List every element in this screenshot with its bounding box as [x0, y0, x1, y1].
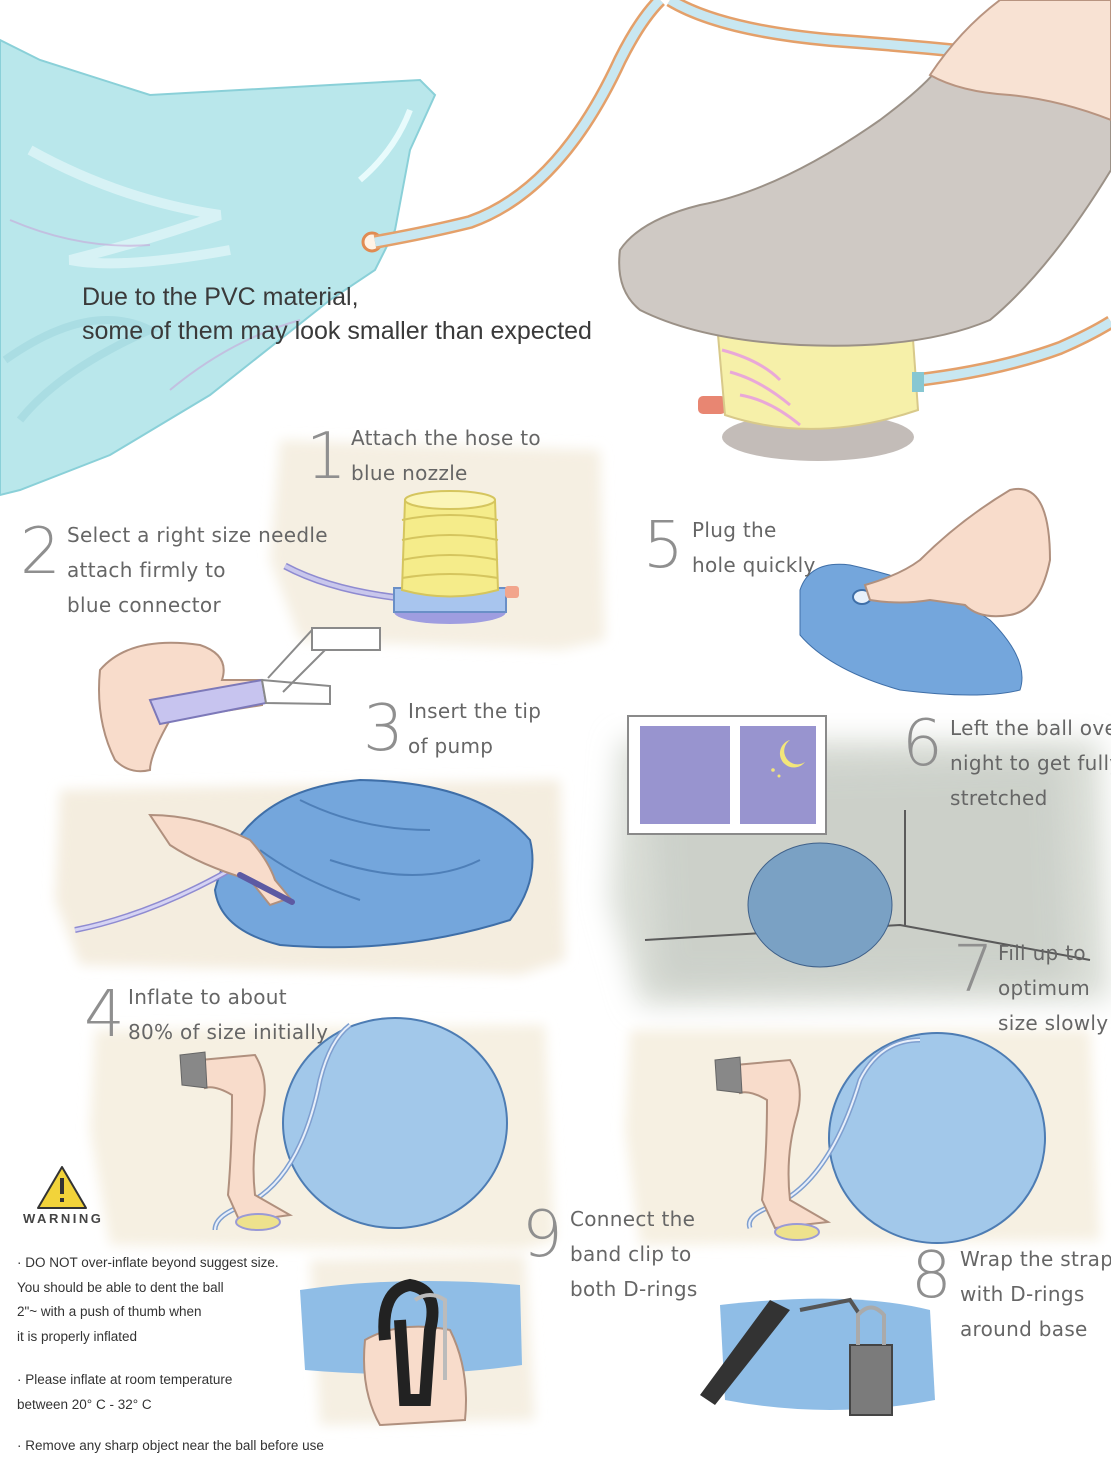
- step-3-line-1: Insert the tip: [408, 699, 542, 723]
- warning-note-1-line-3: 2"~ with a push of thumb when: [17, 1304, 202, 1319]
- step-6-line-1: Left the ball over-: [950, 716, 1111, 740]
- step-8-text: Wrap the strap with D-rings around base: [960, 1242, 1111, 1347]
- overnight-illustration: [627, 715, 1091, 968]
- step-5-number: 5: [643, 509, 684, 583]
- step-5-line-1: Plug the: [692, 518, 777, 542]
- warning-note-1: · DO NOT over-inflate beyond suggest siz…: [17, 1251, 279, 1349]
- step-1-text: Attach the hose to blue nozzle: [351, 421, 541, 491]
- band-clip-illustration: [300, 1278, 522, 1427]
- deflated-ball-illustration: [74, 778, 534, 949]
- plug-hole-illustration: [799, 487, 1052, 696]
- step-9-line-2: band clip to: [570, 1242, 692, 1266]
- step-4-text: Inflate to about 80% of size initially: [128, 980, 328, 1050]
- hand-needle-illustration: [98, 627, 381, 773]
- step-9-number: 9: [522, 1198, 563, 1272]
- step-1-number: 1: [306, 420, 347, 494]
- step-8-number: 8: [911, 1239, 952, 1313]
- step-9-text: Connect the band clip to both D-rings: [570, 1202, 698, 1307]
- step-8-line-2: with D-rings: [960, 1282, 1085, 1306]
- pvc-sheet: [0, 38, 437, 497]
- step-9-line-3: both D-rings: [570, 1277, 698, 1301]
- step-3-text: Insert the tip of pump: [408, 694, 541, 764]
- step-2-line-3: blue connector: [67, 593, 221, 617]
- warning-note-3: · Remove any sharp object near the ball …: [17, 1434, 324, 1459]
- moon-icon: [779, 740, 805, 768]
- step-2-text: Select a right size needle attach firmly…: [67, 518, 328, 623]
- warning-note-1-line-2: You should be able to dent the ball: [17, 1279, 224, 1295]
- step-7-line-1: Fill up to: [998, 941, 1086, 965]
- step-7-text: Fill up to optimum size slowly: [998, 936, 1108, 1041]
- step-4-line-2: 80% of size initially: [128, 1020, 329, 1044]
- warning-note-1-line-4: it is properly inflated: [17, 1328, 138, 1344]
- headline-line-2: some of them may look smaller than expec…: [82, 317, 592, 345]
- fill-up-illustration: [714, 1032, 1046, 1244]
- step-4-line-1: Inflate to about: [128, 985, 287, 1009]
- step-7-line-2: optimum: [998, 976, 1091, 1000]
- step-6-number: 6: [902, 707, 943, 781]
- strap-illustration: [700, 1297, 935, 1416]
- step-1-line-2: blue nozzle: [351, 461, 468, 485]
- step-2-line-2: attach firmly to: [67, 558, 226, 582]
- step-6-text: Left the ball over- night to get fully s…: [950, 711, 1111, 816]
- step-6-line-2: night to get fully: [950, 751, 1111, 775]
- step-8-line-3: around base: [960, 1317, 1088, 1341]
- step-8-line-1: Wrap the strap: [960, 1247, 1111, 1271]
- headline-line-1: Due to the PVC material,: [82, 283, 359, 311]
- headline: Due to the PVC material, some of them ma…: [82, 280, 592, 348]
- step-6-line-3: stretched: [950, 786, 1048, 810]
- step-4-number: 4: [84, 978, 125, 1052]
- step-7-line-3: size slowly: [998, 1011, 1109, 1035]
- step-2-line-1: Select a right size needle: [67, 523, 328, 547]
- pump-illustration: [283, 490, 519, 624]
- step-5-text: Plug the hole quickly: [692, 513, 816, 583]
- foot-on-pump: [618, 0, 1111, 461]
- step-3-number: 3: [363, 692, 404, 766]
- warning-note-2: · Please inflate at room temperature bet…: [17, 1368, 232, 1417]
- warning-label: WARNING: [23, 1211, 104, 1226]
- step-1-line-1: Attach the hose to: [351, 426, 541, 450]
- warning-note-1-line-1: · DO NOT over-inflate beyond suggest siz…: [17, 1255, 279, 1270]
- inflate-80-illustration: [179, 1017, 508, 1231]
- step-5-line-2: hole quickly: [692, 553, 816, 577]
- warning-note-2-line-2: between 20° C - 32° C: [17, 1396, 152, 1412]
- warning-triangle-icon: [37, 1166, 87, 1209]
- hose: [373, 0, 1111, 387]
- warning-note-2-line-1: · Please inflate at room temperature: [17, 1372, 233, 1387]
- step-7-number: 7: [953, 933, 994, 1007]
- step-9-line-1: Connect the: [570, 1207, 696, 1231]
- step-3-line-2: of pump: [408, 734, 494, 758]
- step-2-number: 2: [20, 515, 61, 589]
- warning-note-3-line-1: · Remove any sharp object near the ball …: [17, 1438, 324, 1453]
